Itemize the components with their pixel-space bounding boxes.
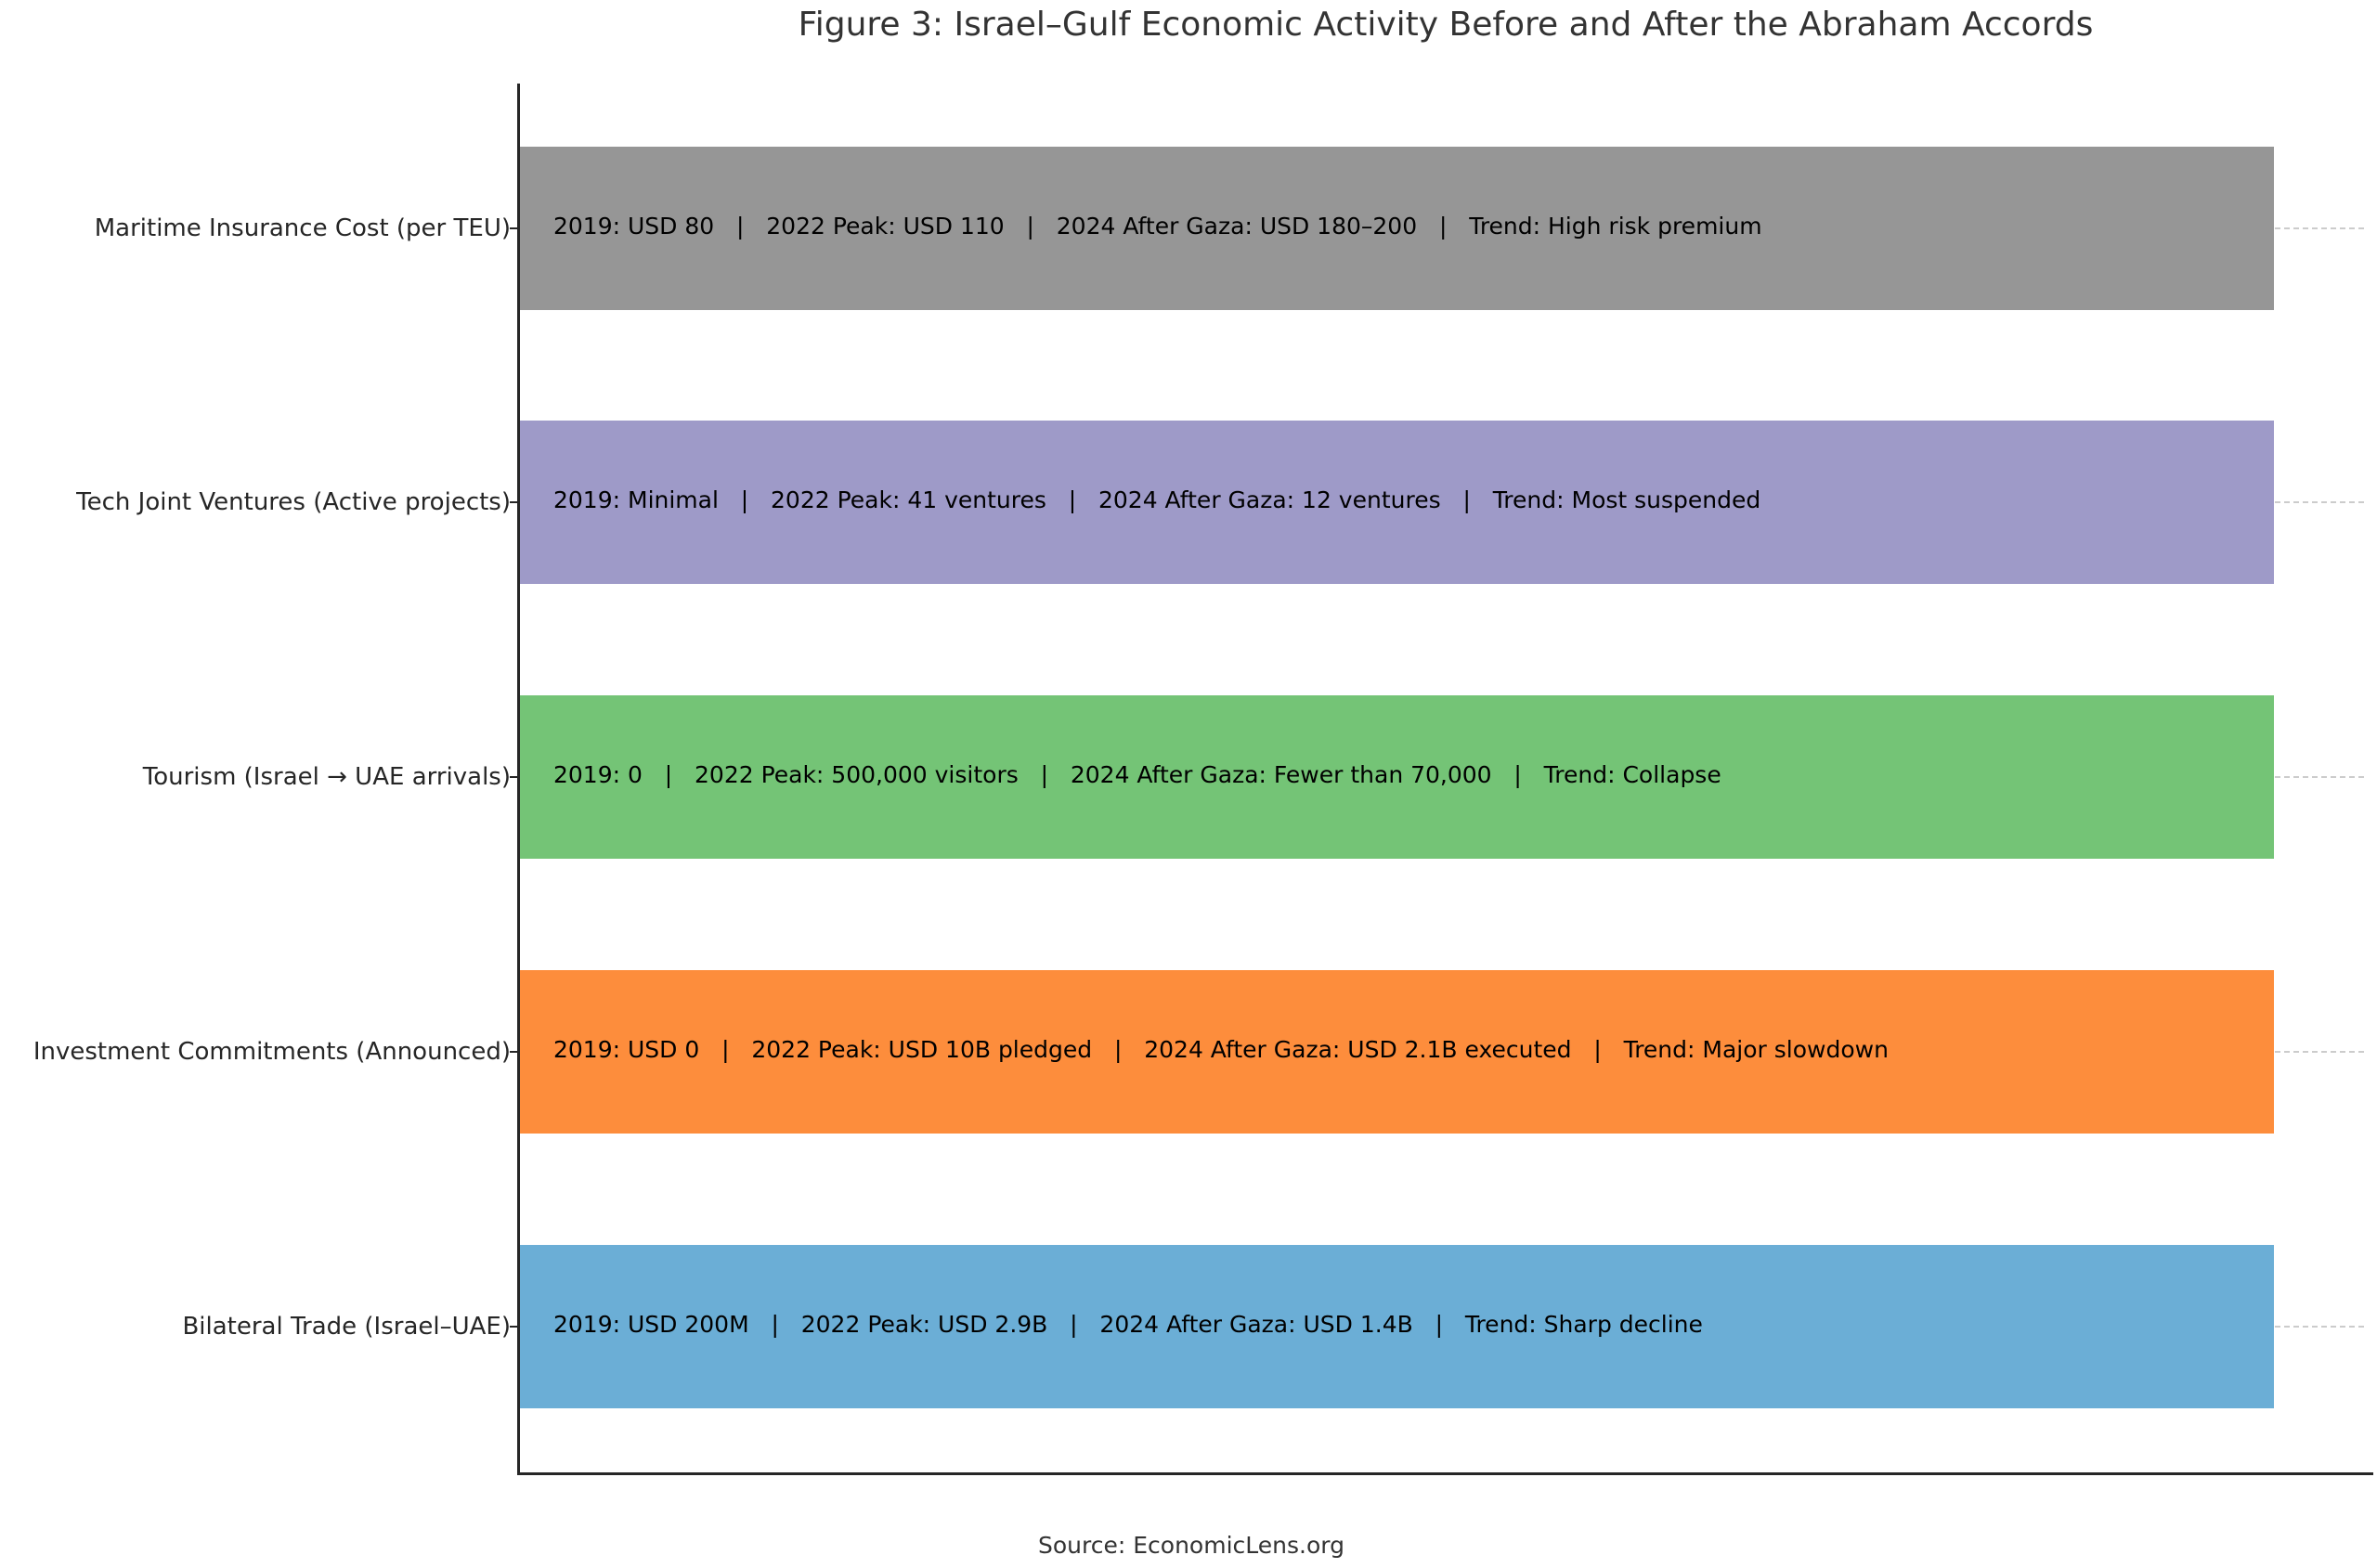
bar-label-maritime-insurance: 2019: USD 80 | 2022 Peak: USD 110 | 2024… <box>553 213 1762 240</box>
bar-tourism <box>520 695 2274 859</box>
ytick-mark <box>510 1326 517 1328</box>
bar-label-tech-joint-ventures: 2019: Minimal | 2022 Peak: 41 ventures |… <box>553 486 1761 513</box>
ytick-mark <box>510 227 517 229</box>
ytick-label-tech-joint-ventures: Tech Joint Ventures (Active projects) <box>76 488 511 516</box>
bar-label-bilateral-trade: 2019: USD 200M | 2022 Peak: USD 2.9B | 2… <box>553 1311 1703 1338</box>
x-axis-spine <box>517 1472 2373 1475</box>
source-caption: Source: EconomicLens.org <box>1038 1532 1344 1559</box>
bar-bilateral-trade <box>520 1245 2274 1408</box>
ytick-mark <box>510 1051 517 1053</box>
chart-title: Figure 3: Israel–Gulf Economic Activity … <box>798 6 2094 44</box>
ytick-label-bilateral-trade: Bilateral Trade (Israel–UAE) <box>182 1313 511 1341</box>
ytick-label-maritime-insurance: Maritime Insurance Cost (per TEU) <box>94 214 511 242</box>
bar-label-tourism: 2019: 0 | 2022 Peak: 500,000 visitors | … <box>553 761 1721 788</box>
ytick-mark <box>510 776 517 778</box>
bar-maritime-insurance <box>520 147 2274 310</box>
ytick-label-tourism: Tourism (Israel → UAE arrivals) <box>142 763 511 791</box>
y-axis-spine <box>517 84 520 1475</box>
bar-label-investment-commitments: 2019: USD 0 | 2022 Peak: USD 10B pledged… <box>553 1036 1889 1063</box>
bar-tech-joint-ventures <box>520 421 2274 584</box>
ytick-label-investment-commitments: Investment Commitments (Announced) <box>32 1038 511 1066</box>
bar-investment-commitments <box>520 970 2274 1134</box>
ytick-mark <box>510 501 517 503</box>
